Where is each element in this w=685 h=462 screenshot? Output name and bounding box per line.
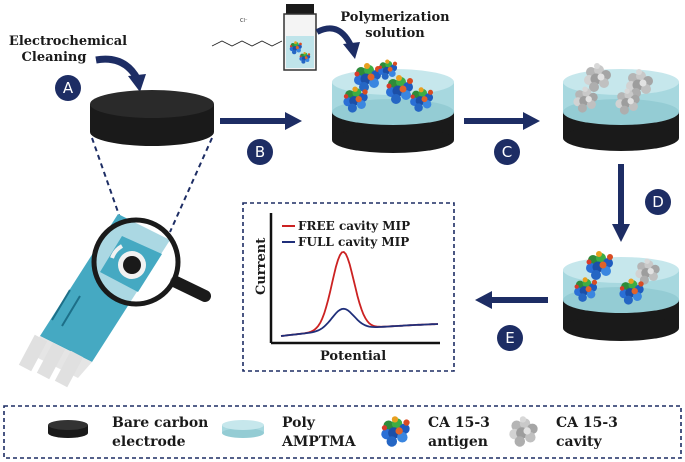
step-c-badge: C (494, 139, 520, 165)
legend-polymer-line2: AMPTMA (281, 434, 357, 450)
electrode-with-cavities (563, 63, 679, 151)
legend-polymer-icon (222, 420, 264, 438)
legend-cavity-line1: CA 15-3 (556, 415, 618, 431)
legend-cavity-line2: cavity (556, 434, 603, 450)
step-d-badge: D (645, 189, 671, 215)
bare-electrode (90, 90, 214, 146)
step-a-badge: A (55, 75, 81, 101)
svg-text:A: A (63, 79, 74, 97)
curved-arrow-cleaning-head (128, 74, 146, 92)
monomer-structure: Cl⁻ (211, 18, 283, 47)
polymerization-label-line2: solution (365, 26, 425, 41)
legend-antigen-line2: antigen (428, 434, 488, 450)
legend-bare-electrode-icon (48, 420, 88, 438)
y-axis-label: Current (254, 238, 269, 295)
cleaning-label-line1: Electrochemical (9, 34, 127, 49)
polymerization-vial (283, 4, 317, 71)
legend-box (3, 405, 682, 459)
svg-text:Cl⁻: Cl⁻ (240, 18, 248, 24)
legend-polymer-line1: Poly (282, 415, 316, 431)
cleaning-label-line2: Cleaning (22, 50, 87, 65)
voltammogram-panel: Current Potential FREE cavity MIP FULL c… (242, 202, 455, 372)
legend-bare-electrode-line1: Bare carbon (112, 415, 208, 431)
legend-free-cavity: FREE cavity MIP (298, 219, 410, 233)
electrode-with-solution (332, 59, 454, 153)
legend-antigen-line1: CA 15-3 (428, 415, 490, 431)
polymerization-label-line1: Polymerization (340, 10, 450, 25)
step-e-badge: E (497, 325, 523, 351)
svg-text:D: D (652, 193, 664, 211)
svg-text:E: E (505, 329, 514, 347)
svg-text:B: B (255, 143, 265, 161)
x-axis-label: Potential (320, 349, 386, 364)
zoom-line-right (169, 137, 213, 233)
magnifier-icon (91, 217, 213, 307)
curve-full-cavity (280, 307, 439, 337)
electrode-with-rebound-antigen (563, 251, 679, 341)
svg-text:C: C (502, 143, 512, 161)
step-b-badge: B (247, 139, 273, 165)
legend-full-cavity: FULL cavity MIP (298, 235, 409, 249)
legend-bare-electrode-line2: electrode (112, 434, 186, 450)
